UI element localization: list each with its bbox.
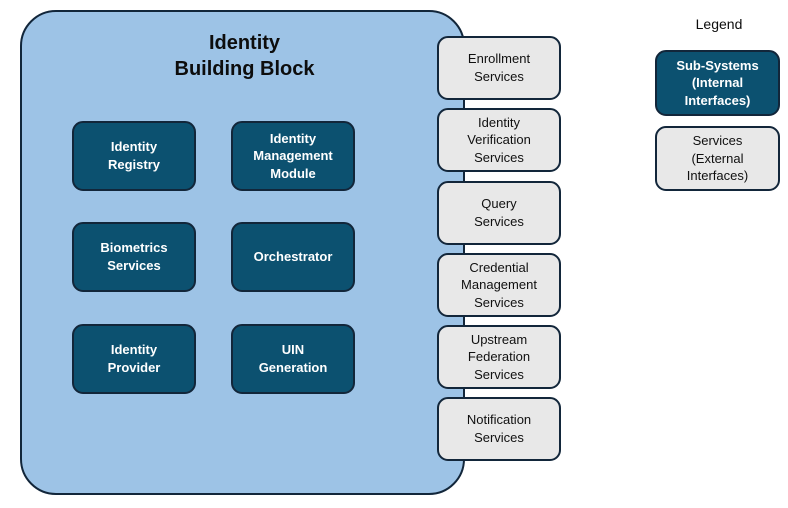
service-query-services[interactable]: Query Services	[437, 181, 561, 245]
subsystem-biometrics-services[interactable]: Biometrics Services	[72, 222, 196, 292]
subsystem-orchestrator[interactable]: Orchestrator	[231, 222, 355, 292]
subsystem-uin-generation[interactable]: UIN Generation	[231, 324, 355, 394]
service-enrollment-services[interactable]: Enrollment Services	[437, 36, 561, 100]
legend-item-subsystems: Sub-Systems (Internal Interfaces)	[655, 50, 780, 116]
service-notification-services[interactable]: Notification Services	[437, 397, 561, 461]
legend-item-services: Services (External Interfaces)	[655, 126, 780, 191]
subsystem-identity-registry[interactable]: Identity Registry	[72, 121, 196, 191]
subsystem-identity-provider[interactable]: Identity Provider	[72, 324, 196, 394]
service-identity-verification-services[interactable]: Identity Verification Services	[437, 108, 561, 172]
legend-title: Legend	[695, 16, 743, 32]
service-credential-management-services[interactable]: Credential Management Services	[437, 253, 561, 317]
identity-building-block-title: Identity Building Block	[174, 32, 315, 81]
service-upstream-federation-services[interactable]: Upstream Federation Services	[437, 325, 561, 389]
subsystem-identity-management-module[interactable]: Identity Management Module	[231, 121, 355, 191]
